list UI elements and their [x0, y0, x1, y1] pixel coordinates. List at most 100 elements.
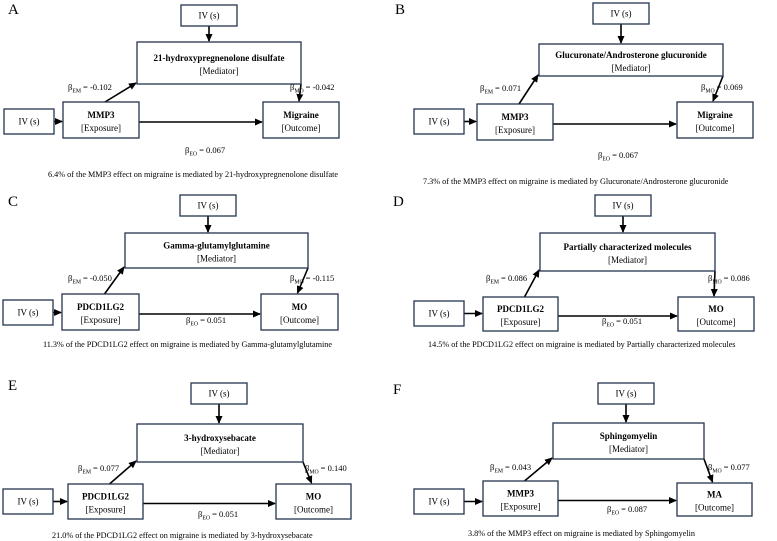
beta-mo-label: βMO= -0.042 [290, 82, 335, 95]
beta-mo-label: βMO= 0.140 [305, 463, 347, 476]
iv-left-box [2, 299, 54, 326]
beta-eo-label-value: = 0.067 [199, 145, 225, 155]
panel-letter: E [8, 378, 17, 394]
beta-em-label-value: = 0.071 [495, 83, 521, 93]
mediator-to-outcome-arrow [296, 83, 304, 102]
iv-top-label: IV (s) [610, 9, 631, 19]
exposure-name: PDCD1LG2 [77, 302, 124, 312]
iv-left-box [413, 300, 465, 327]
mediator-role: [Mediator] [197, 254, 236, 264]
exposure-role: [Exposure] [81, 123, 121, 133]
beta-em-label-value: = 0.043 [505, 462, 531, 472]
beta-em-label-symbol: β [68, 82, 72, 92]
beta-eo-label: βEO= 0.051 [186, 315, 226, 328]
exposure-role: [Exposure] [81, 315, 121, 325]
iv-left-box [2, 488, 54, 515]
beta-em-label-value: = 0.086 [501, 273, 527, 283]
mediator-name: 3-hydroxysebacate [184, 433, 256, 443]
beta-mo-label-subscript: MO [712, 469, 721, 475]
beta-em-label-symbol: β [490, 462, 494, 472]
beta-eo-label-symbol: β [185, 145, 189, 155]
outcome-role: [Outcome] [695, 503, 734, 513]
beta-eo-label-value: = 0.051 [212, 509, 238, 519]
beta-eo-label-subscript: EO [611, 511, 619, 517]
mediator-name: Sphingomyelin [600, 431, 658, 441]
beta-em-label-symbol: β [78, 463, 82, 473]
beta-em-label-value: = -0.102 [83, 82, 112, 92]
beta-mo-label-value: = 0.077 [724, 462, 750, 472]
beta-eo-label: βEO= 0.051 [198, 509, 238, 522]
beta-eo-label: βEO= 0.087 [607, 504, 647, 517]
beta-eo-label-subscript: EO [606, 323, 614, 329]
beta-mo-label-symbol: β [305, 463, 309, 473]
beta-em-label-subscript: EM [494, 469, 503, 475]
exposure-role: [Exposure] [86, 505, 126, 515]
outcome-box [677, 296, 755, 332]
beta-mo-label: βMO= 0.086 [708, 273, 750, 286]
beta-em-label-subscript: EM [72, 89, 81, 95]
iv-left-label: IV (s) [17, 497, 38, 507]
beta-em-label: βEM= -0.102 [68, 82, 112, 95]
beta-eo-label-value: = 0.087 [621, 504, 647, 514]
beta-eo-label-subscript: EO [602, 157, 610, 163]
beta-mo-label-value: = 0.069 [717, 82, 743, 92]
exposure-to-mediator-arrow [104, 82, 137, 103]
beta-em-label-symbol: β [486, 273, 490, 283]
beta-em-label-subscript: EM [484, 90, 493, 96]
outcome-name: MO [306, 492, 322, 502]
outcome-role: [Outcome] [697, 317, 736, 327]
beta-eo-label-value: = 0.051 [616, 316, 642, 326]
panel-caption: 21.0% of the PDCD1LG2 effect on migraine… [52, 531, 313, 540]
mediator-name: Gamma-glutamylglutamine [163, 241, 270, 251]
beta-mo-label-subscript: MO [705, 89, 714, 95]
beta-eo-label-subscript: EO [202, 516, 210, 522]
panel-caption: 14.5% of the PDCD1LG2 effect on migraine… [428, 340, 735, 349]
mediator-to-outcome-arrow [302, 461, 313, 484]
exposure-to-mediator-arrow [523, 457, 553, 482]
mediator-box [552, 422, 705, 460]
iv-top-label: IV (s) [208, 389, 229, 399]
panel-letter: F [393, 382, 401, 398]
beta-mo-label: βMO= 0.077 [708, 462, 750, 475]
beta-em-label-symbol: β [480, 83, 484, 93]
exposure-name: MMP3 [502, 112, 529, 122]
exposure-role: [Exposure] [501, 502, 541, 512]
mediator-name: 21-hydroxypregnenolone disulfate [154, 53, 285, 63]
mediator-role: [Mediator] [609, 444, 648, 454]
beta-em-label-symbol: β [68, 273, 72, 283]
iv-left-box [3, 108, 55, 135]
mediator-to-outcome-arrow [710, 270, 718, 297]
outcome-name: MO [708, 304, 724, 314]
mediator-box [124, 232, 309, 269]
iv-left-label: IV (s) [17, 308, 38, 318]
beta-em-label-subscript: EM [72, 280, 81, 286]
outcome-name: Migraine [697, 110, 733, 120]
beta-eo-label-value: = 0.067 [612, 150, 638, 160]
beta-mo-label-value: = 0.140 [321, 463, 347, 473]
iv-left-box [413, 488, 465, 515]
beta-mo-label: βMO= -0.115 [290, 273, 334, 286]
exposure-role: [Exposure] [495, 125, 535, 135]
iv-left-label: IV (s) [18, 117, 39, 127]
mediator-box [136, 423, 304, 463]
iv-top-box [597, 382, 655, 405]
beta-eo-label-symbol: β [186, 315, 190, 325]
exposure-name: PDCD1LG2 [82, 492, 129, 502]
beta-eo-label-subscript: EO [190, 322, 198, 328]
iv-top-label: IV (s) [615, 389, 636, 399]
beta-em-label-value: = -0.050 [83, 273, 112, 283]
outcome-name: MO [292, 302, 308, 312]
outcome-box [676, 482, 753, 517]
panel-letter: D [393, 194, 404, 210]
panel-caption: 3.8% of the MMP3 effect on migraine is m… [468, 529, 695, 538]
beta-mo-label-value: = -0.042 [306, 82, 335, 92]
outcome-box [260, 293, 339, 331]
beta-mo-label-subscript: MO [309, 470, 318, 476]
iv-top-box [180, 4, 238, 27]
beta-em-label: βEM= 0.043 [490, 462, 531, 475]
beta-mo-label-symbol: β [290, 273, 294, 283]
exposure-to-mediator-arrow [523, 269, 540, 298]
